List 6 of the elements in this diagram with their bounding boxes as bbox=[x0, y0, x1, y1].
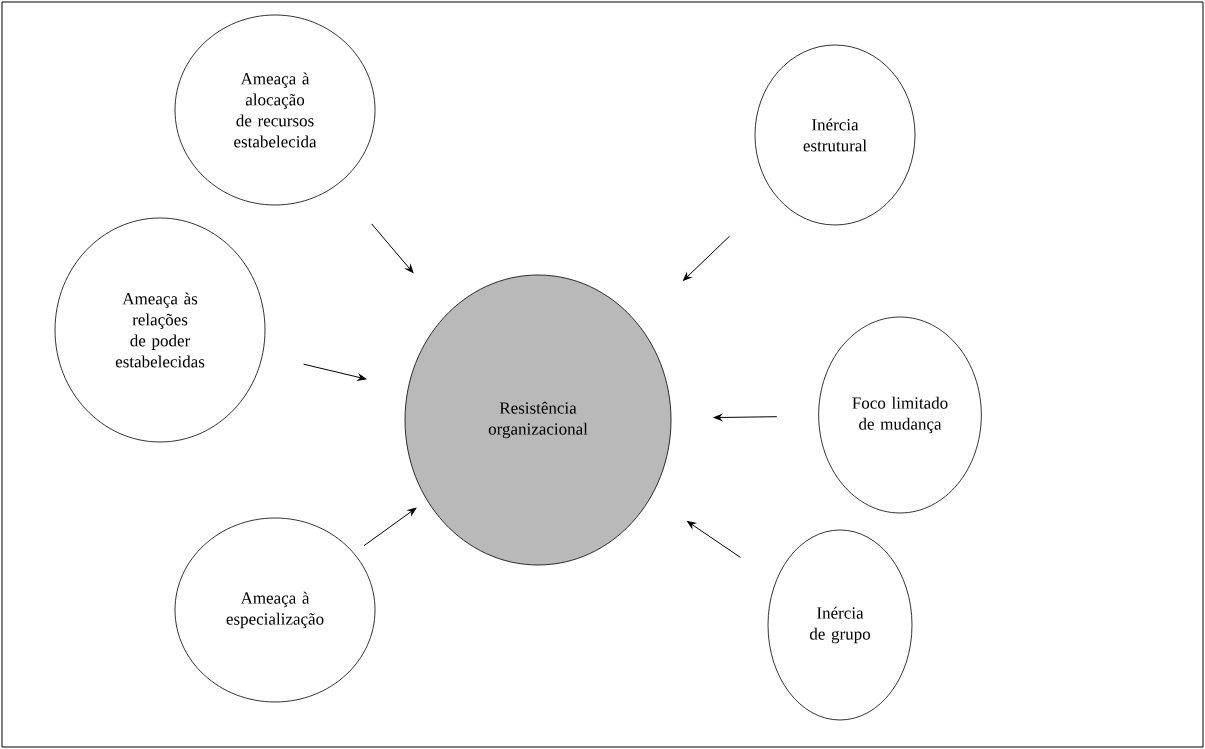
arrow bbox=[713, 414, 778, 421]
arrow bbox=[687, 521, 741, 558]
arrow bbox=[363, 507, 417, 547]
arrow bbox=[303, 363, 367, 381]
arrow bbox=[371, 223, 414, 274]
arrow bbox=[682, 235, 730, 281]
